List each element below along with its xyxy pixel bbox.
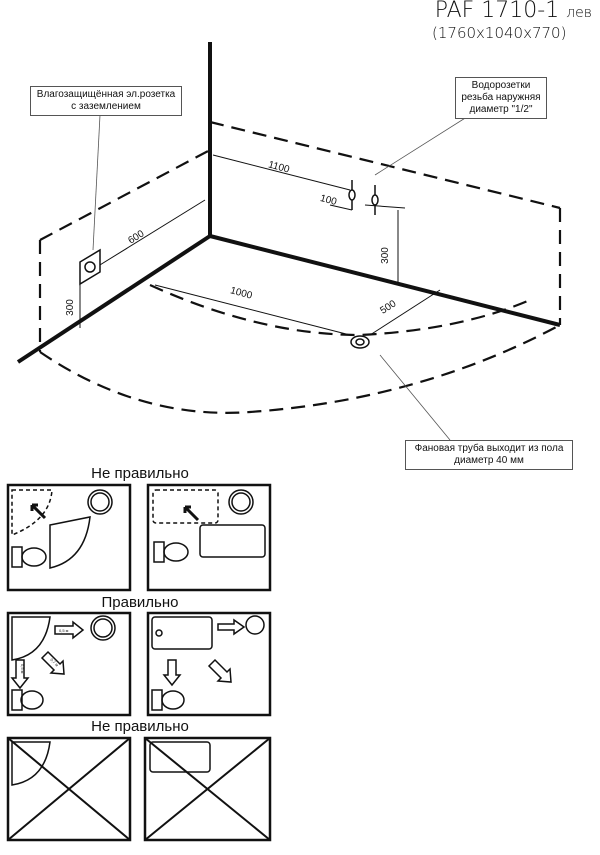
dim-300-right: 300	[379, 247, 391, 264]
model-title: PAF 1710-1 лев	[434, 0, 592, 23]
arrow-icon	[54, 620, 85, 640]
plan-wrong-corner-crossed	[6, 736, 132, 842]
callout-line: Влагозащищённая эл.розетка	[36, 89, 176, 100]
heading-correct: Правильно	[101, 594, 179, 611]
arrow-label: 0,7 м	[49, 657, 59, 667]
plan-wrong-bath-crossed	[143, 736, 272, 842]
callout-line: с заземлением	[71, 101, 141, 112]
callout-socket: Влагозащищённая эл.розетка с заземлением	[30, 86, 182, 116]
arrow-icon	[40, 650, 65, 675]
dimension-lines	[79, 154, 441, 336]
arrow-icon	[207, 658, 232, 683]
arrow-icon	[162, 659, 182, 687]
arrow-icon	[10, 659, 30, 690]
plan-wrong-bath	[146, 483, 272, 592]
cabin-outline	[38, 120, 562, 414]
plan-correct-bath	[146, 611, 272, 717]
callout-drain: Фановая труба выходит из пола диаметр 40…	[405, 440, 573, 470]
socket-icon	[79, 248, 101, 286]
callout-line: резьба наружняя	[461, 92, 541, 103]
callout-line: диаметр "1/2"	[469, 104, 533, 115]
callout-pointers	[92, 114, 471, 441]
callout-line: Фановая труба выходит из пола	[414, 443, 564, 454]
callout-water: Водорозетки резьба наружняя диаметр "1/2…	[455, 77, 547, 119]
plan-wrong-corner	[6, 483, 132, 592]
heading-wrong-2: Не правильно	[91, 718, 189, 735]
callout-line: Водорозетки	[471, 80, 531, 91]
model-dimensions: (1760x1040x770)	[432, 24, 567, 42]
plan-correct-corner	[6, 611, 132, 717]
arrow-icon	[217, 618, 246, 636]
callout-line: диаметр 40 мм	[454, 455, 524, 466]
heading-wrong: Не правильно	[91, 465, 189, 482]
dim-300-left: 300	[64, 299, 76, 316]
arrow-label: 0,5 м	[20, 664, 25, 674]
arrow-label: 0,5 м	[59, 628, 69, 633]
drain-icon	[350, 335, 370, 349]
water-outlet-icons	[348, 180, 379, 215]
